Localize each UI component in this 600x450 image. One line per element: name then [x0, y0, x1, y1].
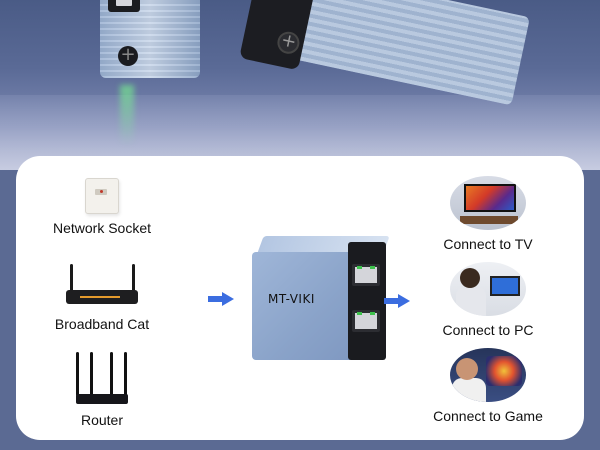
input-label: Broadband Cat	[54, 316, 150, 332]
arrow-right-icon	[208, 292, 236, 306]
input-label: Router	[80, 412, 124, 428]
heat-sink-fins	[100, 0, 200, 78]
output-label: Connect to TV	[443, 236, 533, 252]
router-icon	[72, 352, 132, 406]
mt-viki-splitter: MT-VIKI	[246, 236, 390, 368]
pc-photo	[450, 262, 526, 316]
input-network-socket: Network Socket	[50, 178, 154, 236]
tv-photo	[450, 176, 526, 230]
screw-icon	[275, 29, 302, 56]
heat-sink-body	[276, 0, 530, 106]
input-broadband: Broadband Cat	[50, 264, 154, 332]
network-socket-icon	[85, 178, 119, 214]
device-front	[252, 252, 356, 360]
output-label: Connect to Game	[433, 408, 543, 424]
connection-diagram-card: Network Socket Broadband Cat Router MT-V…	[16, 156, 584, 440]
hero-device-left	[100, 0, 200, 78]
lan-port-icon	[352, 310, 380, 332]
game-photo	[450, 348, 526, 402]
led-glow	[120, 85, 134, 145]
lan-port-icon	[108, 0, 140, 12]
hero-photo	[0, 0, 600, 170]
broadband-modem-icon	[64, 264, 140, 310]
device-brand: MT-VIKI	[268, 292, 315, 306]
input-label: Network Socket	[52, 220, 152, 236]
lan-port-icon	[352, 264, 380, 286]
arrow-right-icon	[384, 294, 412, 308]
device-port-face	[348, 242, 386, 360]
screw-icon	[118, 44, 138, 66]
output-tv: Connect to TV	[428, 176, 548, 252]
output-pc: Connect to PC	[428, 262, 548, 338]
input-router: Router	[50, 352, 154, 428]
output-label: Connect to PC	[442, 322, 534, 338]
output-game: Connect to Game	[424, 348, 552, 424]
